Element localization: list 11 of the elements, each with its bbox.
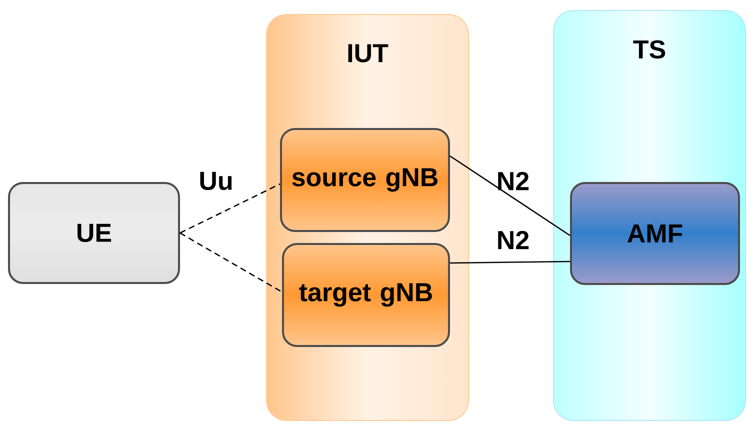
connector-line	[180, 183, 280, 234]
process-box: target gNB	[282, 243, 450, 347]
edge-label: N2	[498, 230, 529, 250]
process-box: AMF	[570, 182, 740, 285]
device-box: UE	[8, 182, 180, 284]
connector-line	[180, 232, 282, 293]
connector-line	[450, 155, 570, 236]
edge-label: Uu	[200, 172, 232, 190]
process-box: source gNB	[280, 128, 450, 232]
connector-line	[450, 260, 570, 264]
edge-label: N2	[498, 172, 529, 190]
